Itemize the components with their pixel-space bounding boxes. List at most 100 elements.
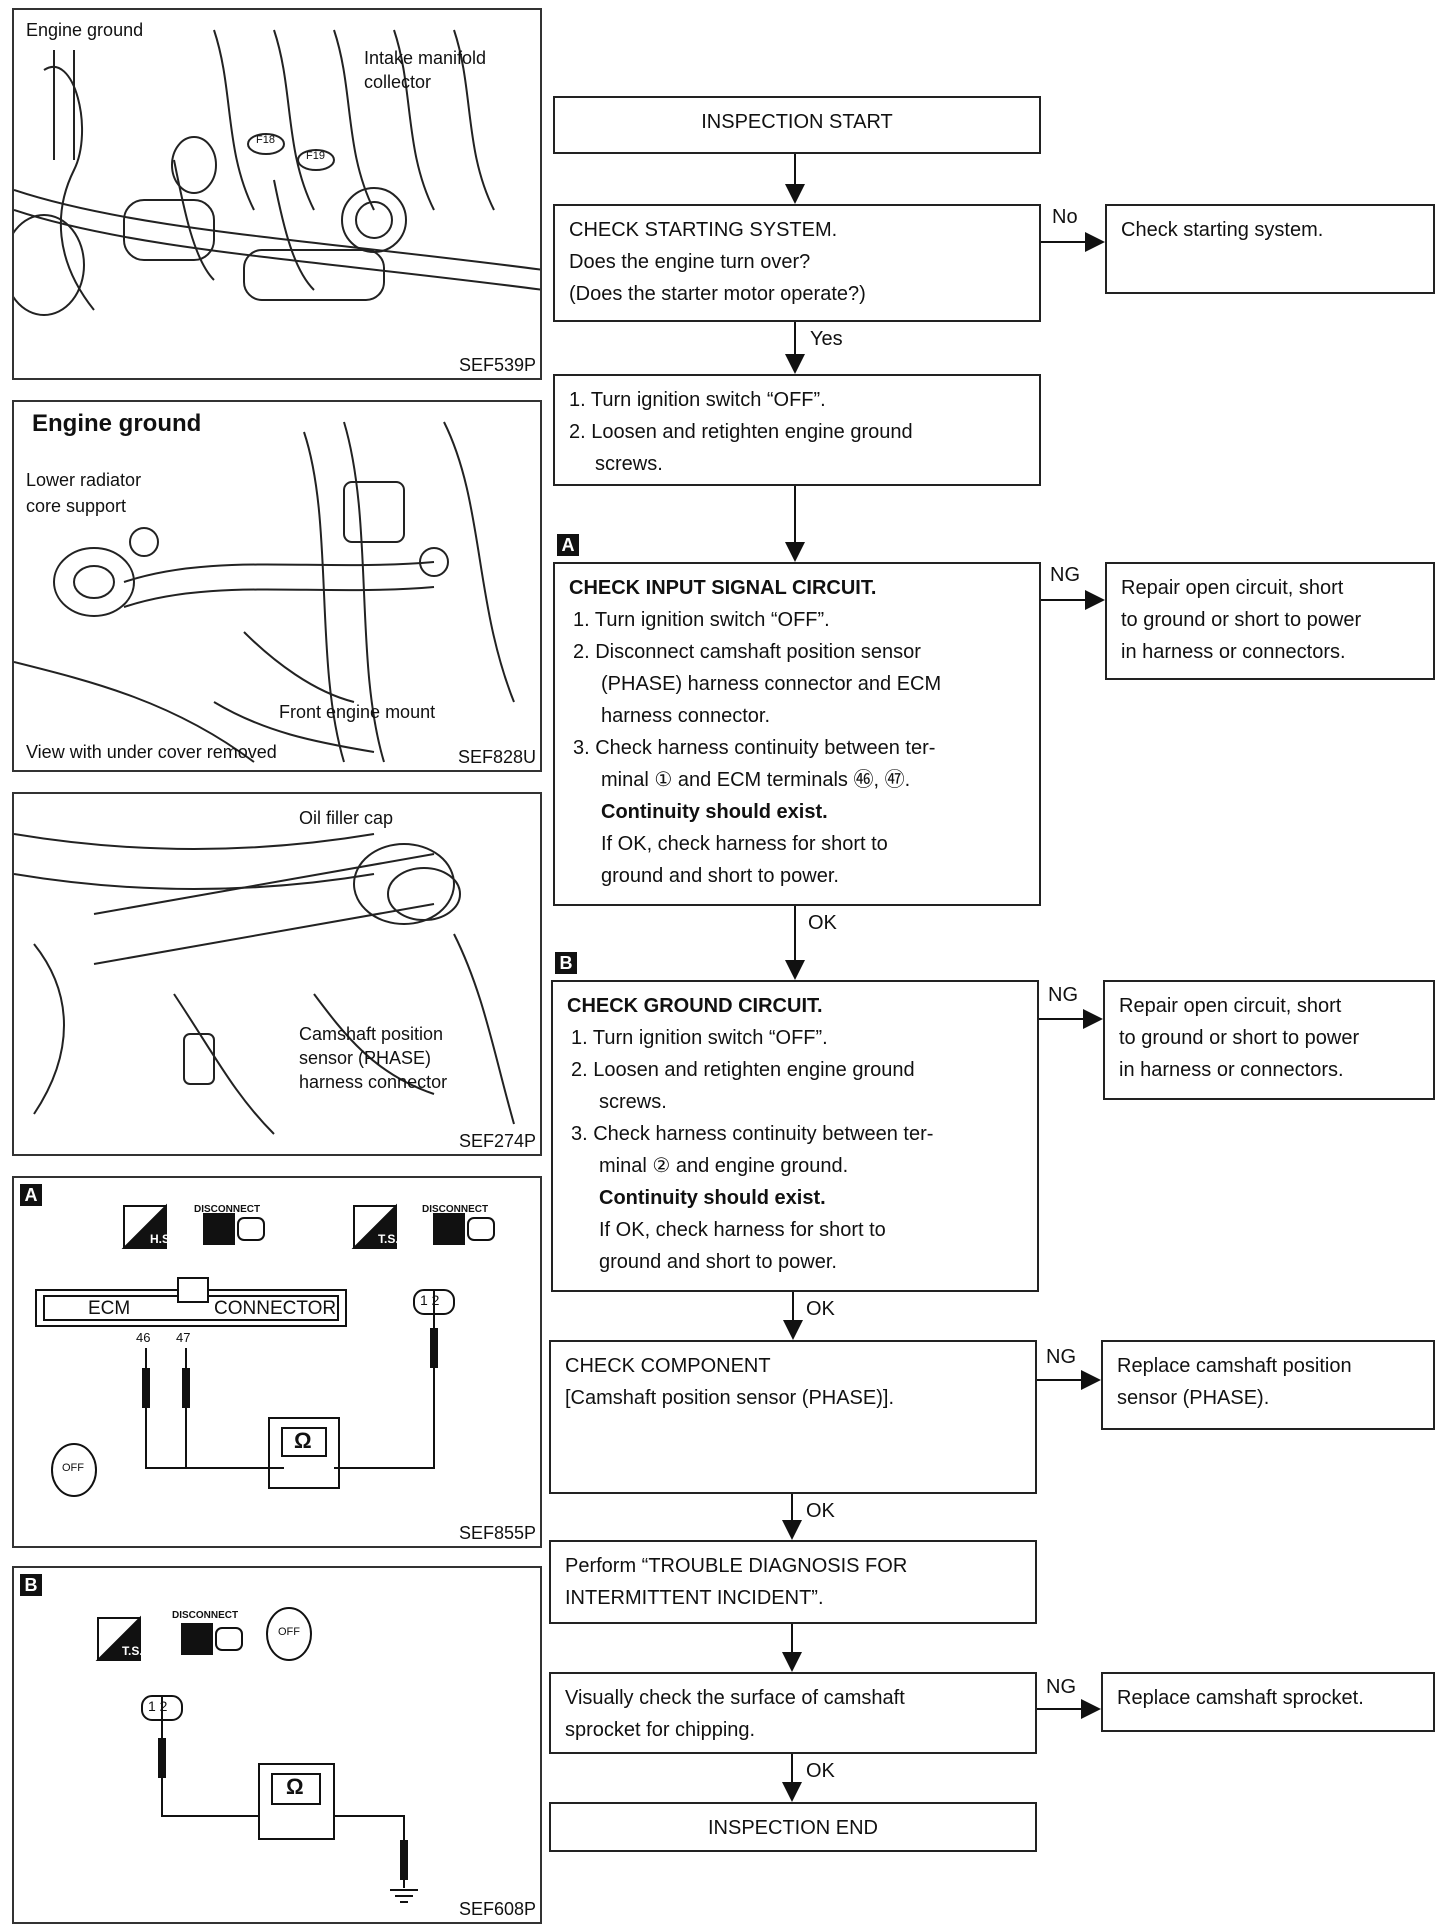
camshaft-sensor-illustration: Oil filler cap Camshaft position sensor … [12, 792, 542, 1156]
component-line1: CHECK COMPONENT [565, 1355, 771, 1377]
engine-ground-title: Engine ground [32, 410, 202, 437]
engine-ground-illustration-2: Engine ground Lower radiator core suppor… [12, 400, 542, 772]
perform-line2: INTERMITTENT INCIDENT”. [565, 1587, 824, 1609]
input-step3d: If OK, check harness for short to [601, 833, 888, 855]
ok-label-1: OK [808, 912, 837, 934]
front-engine-mount-label: Front engine mount [279, 702, 436, 722]
check-input-signal-box: CHECK INPUT SIGNAL CIRCUIT. 1. Turn igni… [553, 562, 1041, 906]
check-starting-question: Does the engine turn over? [569, 251, 811, 273]
oil-filler-cap-label: Oil filler cap [299, 808, 394, 828]
repair-circuit-box-2: Repair open circuit, short to ground or … [1103, 980, 1435, 1100]
circuit-b-diagram: B DISCONNECT T.S. 1 2 Ω OFF SEF608P [12, 1566, 542, 1924]
camshaft-position-label: Camshaft position [299, 1024, 444, 1044]
replace-sensor-box: Replace camshaft position sensor (PHASE)… [1101, 1340, 1435, 1430]
ground-step3a: 3. Check harness continuity between ter- [571, 1123, 934, 1145]
ng-label-3: NG [1046, 1346, 1076, 1368]
visual-check-box: Visually check the surface of camshaft s… [549, 1672, 1037, 1754]
engine-bay-drawing [14, 29, 540, 316]
input-step3a: 3. Check harness continuity between ter- [573, 737, 936, 759]
ohmmeter-symbol: Ω [286, 1774, 304, 1799]
inspection-start-box: INSPECTION START [553, 96, 1041, 154]
repair-circuit-box-1: Repair open circuit, short to ground or … [1105, 562, 1435, 680]
replace-sprocket-box: Replace camshaft sprocket. [1101, 1672, 1435, 1732]
disconnect-label-1: DISCONNECT [194, 1204, 261, 1215]
replace1-line1: Replace camshaft position [1117, 1355, 1352, 1377]
ground-title: CHECK GROUND CIRCUIT. [567, 995, 823, 1017]
perform-line1: Perform “TROUBLE DIAGNOSIS FOR [565, 1555, 908, 1577]
intake-manifold-label: Intake manifold [364, 48, 487, 68]
ts-label: T.S. [122, 1644, 143, 1658]
collector-label: collector [364, 72, 432, 92]
ok-label-2: OK [806, 1298, 835, 1320]
no-label: No [1052, 206, 1078, 228]
check-starting-system-box: CHECK STARTING SYSTEM. Does the engine t… [553, 204, 1041, 322]
pin-numbers: 1 2 [420, 1292, 440, 1308]
tag-a-marker: A [557, 534, 579, 556]
disconnect-label: DISCONNECT [172, 1610, 239, 1621]
engine-ground-illustration-1: Engine ground Intake manifold collector … [12, 8, 542, 380]
ground-step3b: minal ② and engine ground. [599, 1155, 849, 1177]
core-support-label: core support [26, 496, 127, 516]
input-step3e: ground and short to power. [601, 865, 839, 887]
check-ground-circuit-box: CHECK GROUND CIRCUIT. 1. Turn ignition s… [551, 980, 1039, 1292]
input-title: CHECK INPUT SIGNAL CIRCUIT. [569, 577, 877, 599]
inspection-start-label: INSPECTION START [701, 111, 893, 133]
disconnect-label-2: DISCONNECT [422, 1204, 489, 1215]
ground-step2b: screws. [599, 1091, 667, 1113]
replace1-line2: sensor (PHASE). [1117, 1387, 1270, 1409]
ng-label-2: NG [1048, 984, 1078, 1006]
repair1-line3: in harness or connectors. [1121, 641, 1346, 663]
circuit-b-drawing [95, 1607, 418, 1903]
inspection-end-label: INSPECTION END [707, 1817, 879, 1839]
input-continuity: Continuity should exist. [601, 801, 828, 823]
ground-step3d: If OK, check harness for short to [599, 1219, 886, 1241]
step1-line3: screws. [595, 453, 663, 475]
ignition-off-icon: OFF [62, 1462, 84, 1474]
check-starting-action-box: Check starting system. [1105, 204, 1435, 294]
input-step1: 1. Turn ignition switch “OFF”. [573, 609, 830, 631]
ground-step1: 1. Turn ignition switch “OFF”. [571, 1027, 828, 1049]
connector-label: CONNECTOR [214, 1298, 337, 1319]
yes-label: Yes [810, 328, 843, 350]
ground-continuity: Continuity should exist. [599, 1187, 826, 1209]
replace-sprocket-label: Replace camshaft sprocket. [1117, 1687, 1364, 1709]
repair1-line2: to ground or short to power [1121, 609, 1362, 631]
figure-code: SEF828U [457, 747, 536, 767]
ok-label-3: OK [806, 1500, 835, 1522]
under-cover-drawing [14, 421, 515, 763]
circuit-a-diagram: A DISCON [12, 1176, 542, 1548]
figure-code: SEF274P [458, 1131, 536, 1151]
connector-f19-label: F19 [306, 150, 325, 162]
terminal-47-label: 47 [176, 1330, 191, 1345]
harness-connector-label: harness connector [299, 1072, 448, 1092]
tag-a: A [20, 1184, 42, 1206]
repair2-line1: Repair open circuit, short [1119, 995, 1342, 1017]
ignition-off-icon: OFF [278, 1626, 300, 1638]
visual-line2: sprocket for chipping. [565, 1719, 756, 1741]
tag-b: B [20, 1574, 42, 1596]
step1-line2: 2. Loosen and retighten engine ground [569, 421, 913, 443]
ok-label-4: OK [806, 1760, 835, 1782]
check-component-box: CHECK COMPONENT [Camshaft position senso… [549, 1340, 1037, 1494]
repair1-line1: Repair open circuit, short [1121, 577, 1344, 599]
repair2-line3: in harness or connectors. [1119, 1059, 1344, 1081]
check-starting-title: CHECK STARTING SYSTEM. [569, 219, 838, 241]
inspection-end-box: INSPECTION END [549, 1802, 1037, 1852]
circuit-a-drawing [35, 1203, 495, 1497]
input-step2a: 2. Disconnect camshaft position sensor [573, 641, 921, 663]
ground-step2a: 2. Loosen and retighten engine ground [571, 1059, 915, 1081]
input-step2b: (PHASE) harness connector and ECM [601, 673, 942, 695]
trouble-diagnosis-box: Perform “TROUBLE DIAGNOSIS FOR INTERMITT… [549, 1540, 1037, 1624]
input-step3b: minal ① and ECM terminals ㊻, ㊼. [601, 769, 911, 791]
connector-f18-label: F18 [256, 134, 275, 146]
hs-label: H.S. [150, 1232, 174, 1246]
ecm-label: ECM [88, 1298, 131, 1319]
sensor-phase-label: sensor (PHASE) [299, 1048, 432, 1068]
ohmmeter-symbol: Ω [294, 1428, 312, 1453]
figure-code: SEF855P [458, 1523, 536, 1543]
lower-radiator-label: Lower radiator [26, 470, 142, 490]
input-step2c: harness connector. [601, 705, 770, 727]
figure-code: SEF539P [458, 355, 536, 375]
ts-label: T.S. [378, 1232, 399, 1246]
